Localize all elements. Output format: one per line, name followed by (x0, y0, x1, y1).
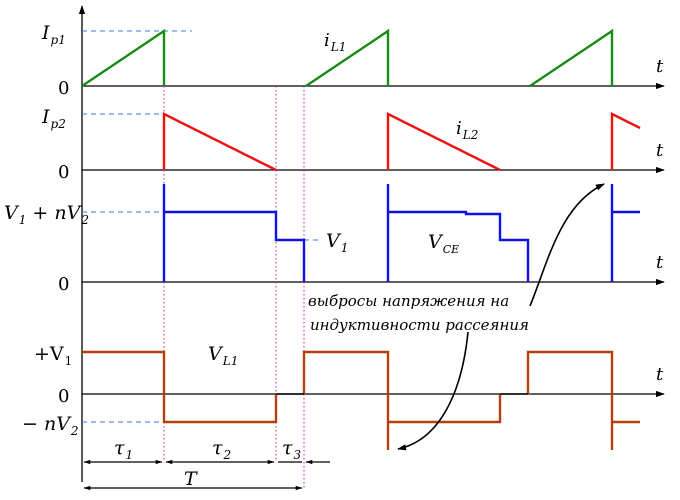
label-t-iL1: t (656, 56, 664, 77)
label-vL1: VL1 (208, 343, 238, 368)
annotation-line-2: индуктивности рассеяния (310, 316, 529, 334)
label-ip2: Ip2 (41, 106, 66, 131)
label-vce: VCE (428, 231, 459, 256)
label-v1: V1 (326, 230, 348, 255)
label-tau3: τ3 (282, 437, 302, 462)
label-t-vce: t (656, 252, 664, 273)
label-plus-v1: +V1 (34, 343, 72, 368)
iL2-waveform (162, 112, 641, 172)
label-v1nv2: V1 + nV2 (4, 202, 89, 227)
label-t-vl1: t (656, 364, 664, 385)
label-tau1: τ1 (114, 437, 133, 462)
label-tau2: τ2 (212, 437, 231, 462)
label-ip1: Ip1 (41, 22, 66, 47)
label-zero-iL2: 0 (58, 162, 69, 183)
annotation-line-1: выбросы напряжения на (308, 292, 509, 310)
label-zero-vce: 0 (58, 274, 69, 295)
label-zero-vl1: 0 (58, 386, 69, 407)
label-t-iL2: t (656, 140, 664, 161)
label-minus-nv2: − nV2 (22, 413, 79, 438)
label-zero-iL1: 0 (58, 78, 69, 99)
annotation-arrow-upper (529, 183, 605, 307)
iL1-waveform (81, 28, 614, 87)
annotation-arrow-lower (397, 331, 469, 451)
label-iL2: iL2 (456, 118, 478, 142)
label-period: T (184, 468, 198, 490)
vl1-waveform (82, 350, 640, 450)
label-iL1: iL1 (324, 30, 346, 54)
vce-waveform (162, 184, 640, 282)
